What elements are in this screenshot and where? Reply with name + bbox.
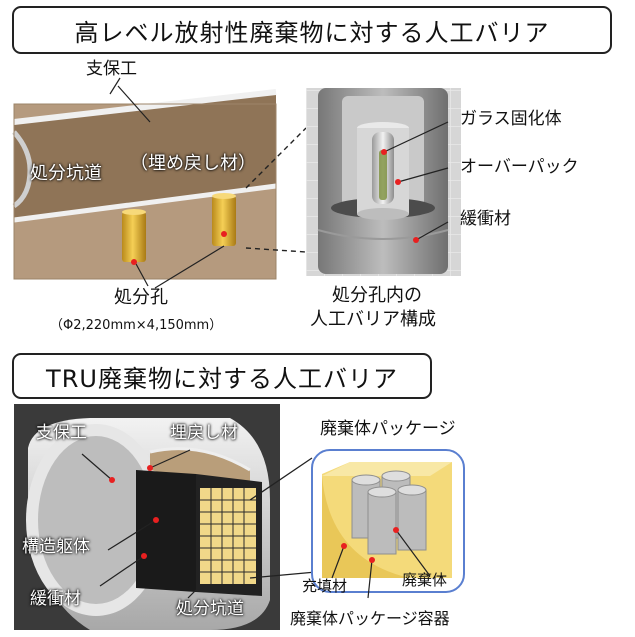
hlw-hole-label: 処分孔 <box>114 287 168 308</box>
filler-label: 充填材 <box>302 577 348 595</box>
tru-buffer-label: 緩衝材 <box>30 589 81 609</box>
hlw-support-label: 支保工 <box>86 59 137 79</box>
hlw-hole-cross-section <box>306 88 461 276</box>
hlw-tunnel-illustration <box>12 77 307 289</box>
title-hlw: 高レベル放射性廃棄物に対する人工バリア <box>12 6 612 54</box>
deposition-hole-1 <box>122 212 146 262</box>
tru-tunnel-label: 処分坑道 <box>176 599 244 619</box>
hlw-buffer-label: 緩衝材 <box>460 209 511 229</box>
hole-caption-line1: 処分孔内の <box>332 285 422 306</box>
tru-support-label: 支保工 <box>36 423 87 443</box>
deposition-hole-2 <box>212 196 236 246</box>
hlw-hole-dims: （Φ2,220mm×4,150mm） <box>50 318 223 333</box>
tru-backfill-label: 埋戻し材 <box>170 423 238 443</box>
hlw-backfill-label: （埋め戻し材） <box>130 153 256 174</box>
package-title: 廃棄体パッケージ <box>320 419 456 439</box>
hole-caption-line2: 人工バリア構成 <box>310 309 436 330</box>
container-label: 廃棄体パッケージ容器 <box>290 609 450 628</box>
waste-label: 廃棄体 <box>402 571 448 589</box>
glass-label: ガラス固化体 <box>460 109 562 129</box>
title-tru: TRU廃棄物に対する人工バリア <box>12 353 432 399</box>
tru-package-detail <box>311 449 465 599</box>
tru-structure-label: 構造躯体 <box>22 537 90 557</box>
tru-tunnel-illustration <box>14 404 317 630</box>
hlw-tunnel-label: 処分坑道 <box>30 163 102 184</box>
overpack-label: オーバーパック <box>460 157 579 177</box>
